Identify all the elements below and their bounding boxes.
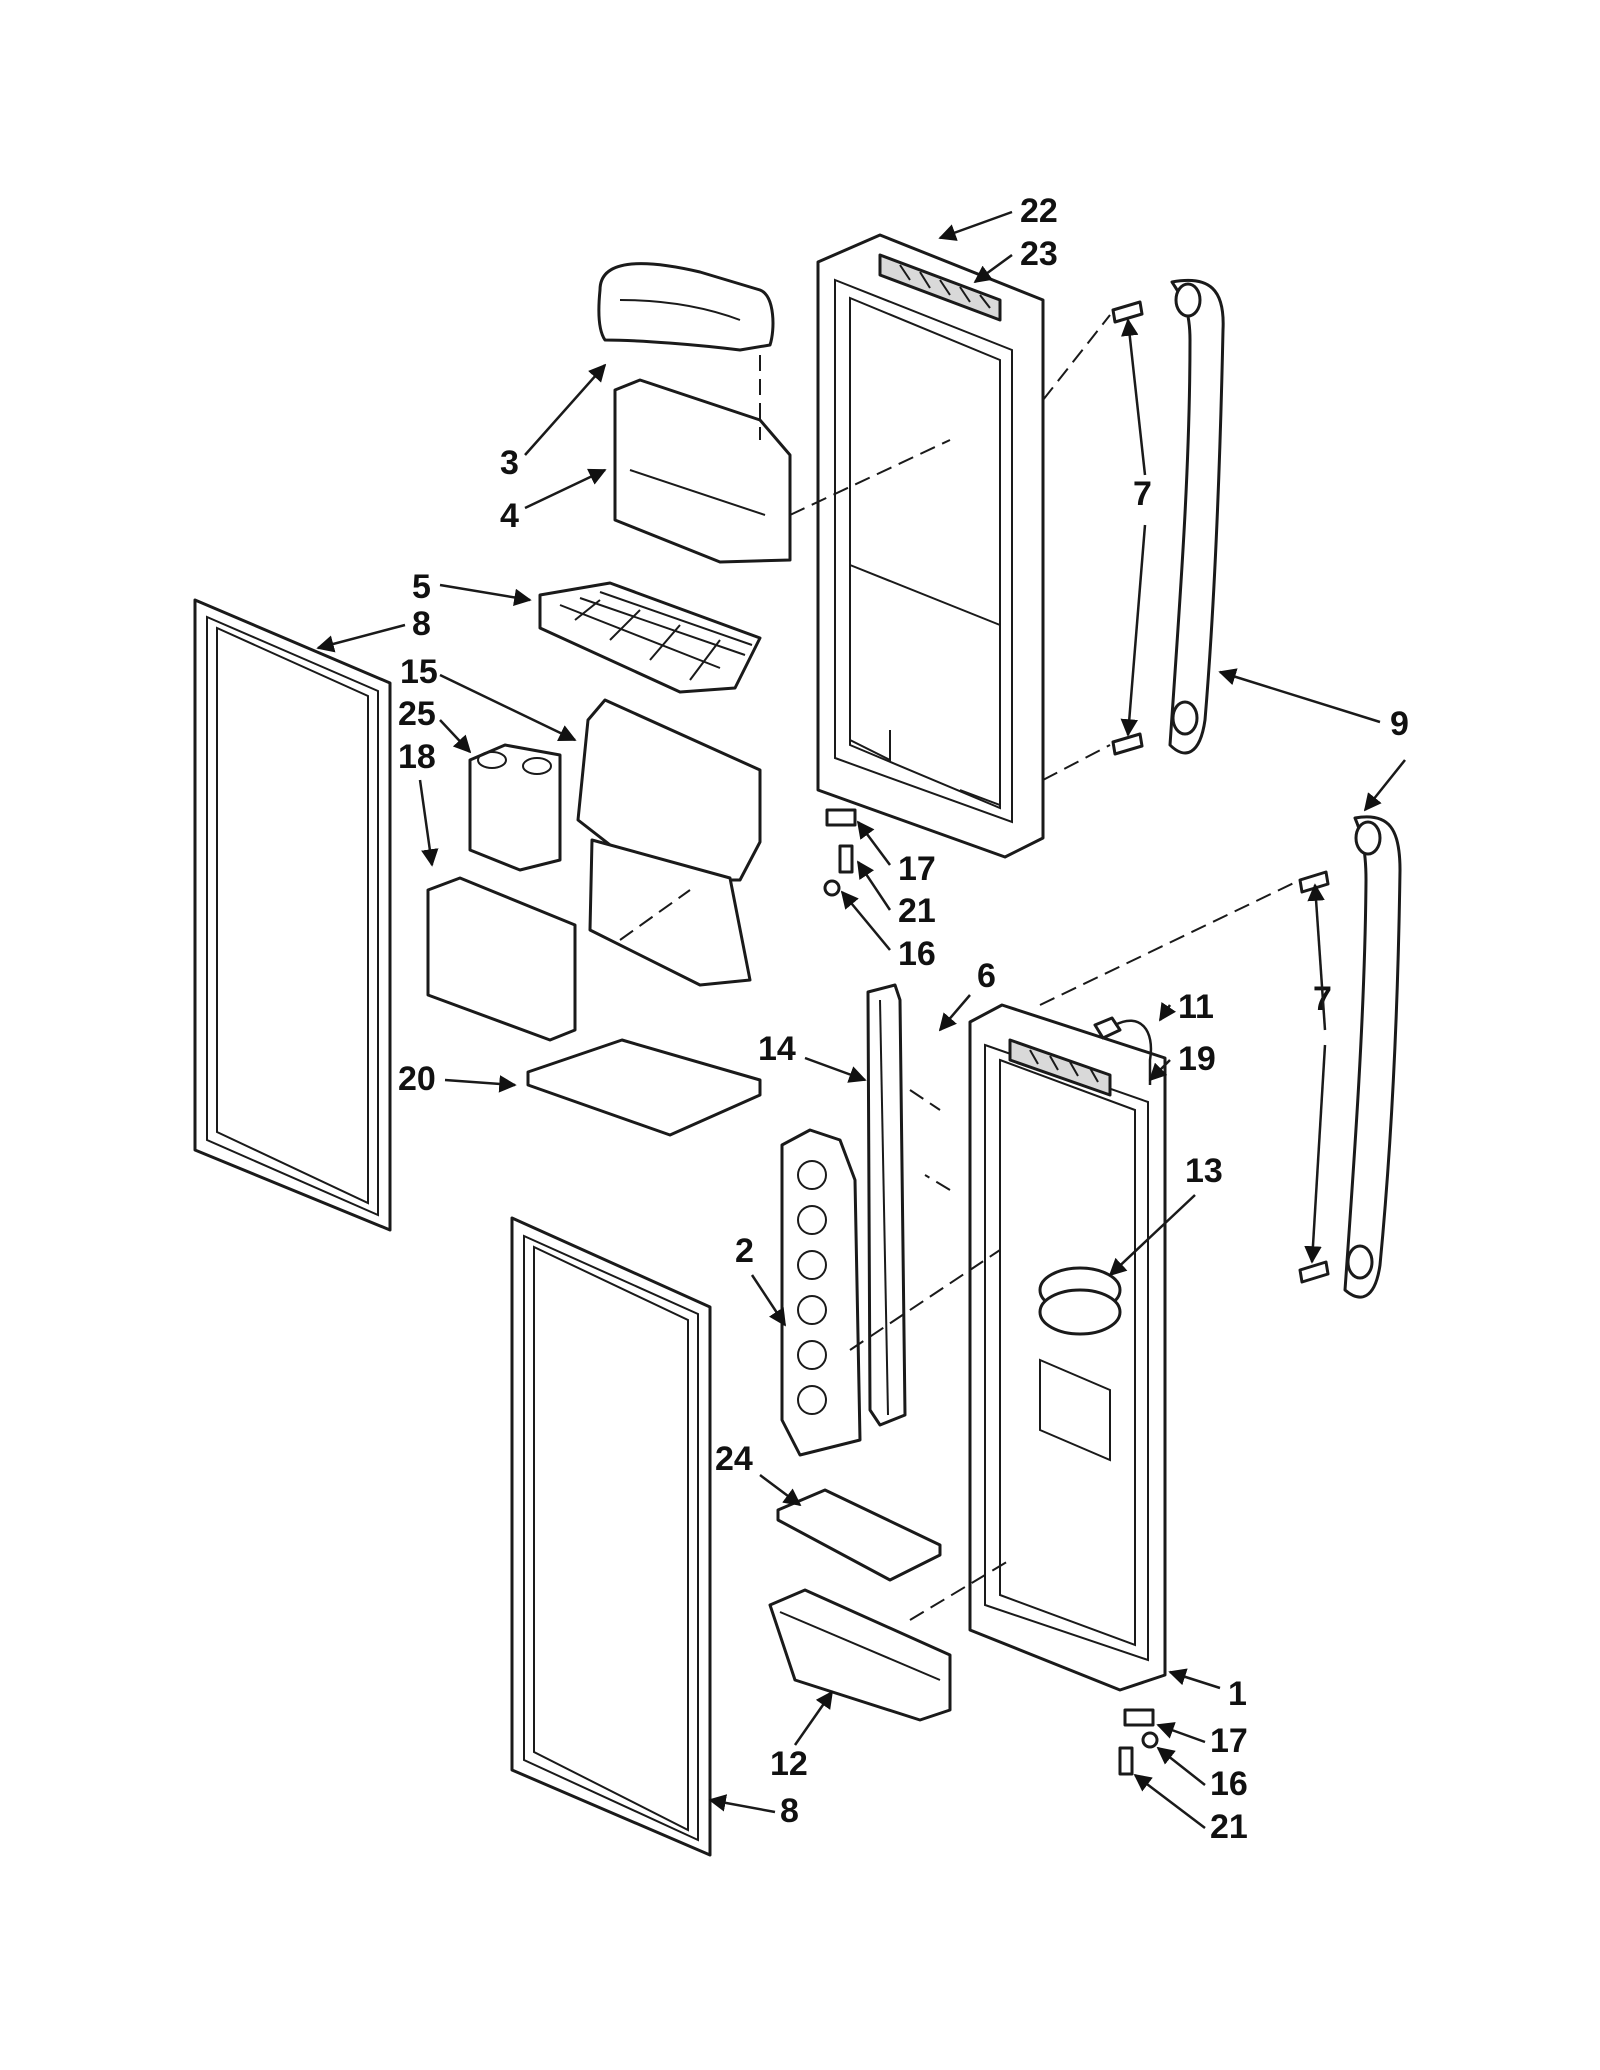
water-tube xyxy=(1093,1016,1153,1085)
callout-22: 22 xyxy=(1020,192,1058,230)
callout-21-upper: 21 xyxy=(898,892,936,930)
callout-16-lower: 16 xyxy=(1210,1765,1248,1803)
callout-14: 14 xyxy=(758,1030,796,1068)
door-rail xyxy=(866,983,907,1427)
door-shelf-24 xyxy=(776,1488,942,1582)
callout-7-upper: 7 xyxy=(1133,475,1152,513)
callout-25: 25 xyxy=(398,695,436,733)
callout-6: 6 xyxy=(977,957,996,995)
callout-labels: 22 23 3 4 7 5 8 9 15 25 18 17 21 16 6 11… xyxy=(398,192,1409,1846)
callout-8-lower: 8 xyxy=(780,1792,799,1830)
callout-12: 12 xyxy=(770,1745,808,1783)
leader-lines xyxy=(316,210,1406,1829)
lower-door-assembly xyxy=(968,1003,1167,1692)
hinge-hardware xyxy=(823,808,1159,1776)
door-handle-lower xyxy=(1343,815,1402,1299)
callout-5: 5 xyxy=(412,568,431,606)
upper-door-liner xyxy=(816,233,1045,859)
callout-4: 4 xyxy=(500,497,519,535)
measuring-cup xyxy=(468,743,562,872)
callout-8-upper: 8 xyxy=(412,605,431,643)
door-shelf-20 xyxy=(526,1038,762,1137)
door-gasket-upper xyxy=(193,598,392,1232)
dispenser-cup-column xyxy=(780,1128,862,1457)
callout-11: 11 xyxy=(1178,988,1214,1026)
drip-grille xyxy=(538,581,762,694)
callout-16-upper: 16 xyxy=(898,935,936,973)
callout-18: 18 xyxy=(398,738,436,776)
callout-24: 24 xyxy=(715,1440,753,1478)
assembly-lines xyxy=(619,314,1301,1621)
dispenser-bin xyxy=(576,698,762,987)
callout-15: 15 xyxy=(400,653,438,691)
callout-19: 19 xyxy=(1178,1040,1216,1078)
handle-screws xyxy=(1111,300,1330,1284)
callout-1: 1 xyxy=(1228,1675,1247,1713)
callout-2: 2 xyxy=(735,1232,754,1270)
ice-bin-tray xyxy=(613,378,792,564)
callout-3: 3 xyxy=(500,444,519,482)
ice-bin-cover xyxy=(597,262,775,352)
callout-20: 20 xyxy=(398,1060,436,1098)
door-gasket-lower xyxy=(510,1216,712,1857)
door-handle-upper xyxy=(1168,278,1225,755)
door-bin xyxy=(768,1588,952,1722)
callout-17-upper: 17 xyxy=(898,850,936,888)
callout-21-lower: 21 xyxy=(1210,1808,1248,1846)
callout-9: 9 xyxy=(1390,705,1409,743)
callout-13: 13 xyxy=(1185,1152,1223,1190)
callout-17-lower: 17 xyxy=(1210,1722,1248,1760)
ice-bucket xyxy=(426,876,577,1042)
callout-23: 23 xyxy=(1020,235,1058,273)
